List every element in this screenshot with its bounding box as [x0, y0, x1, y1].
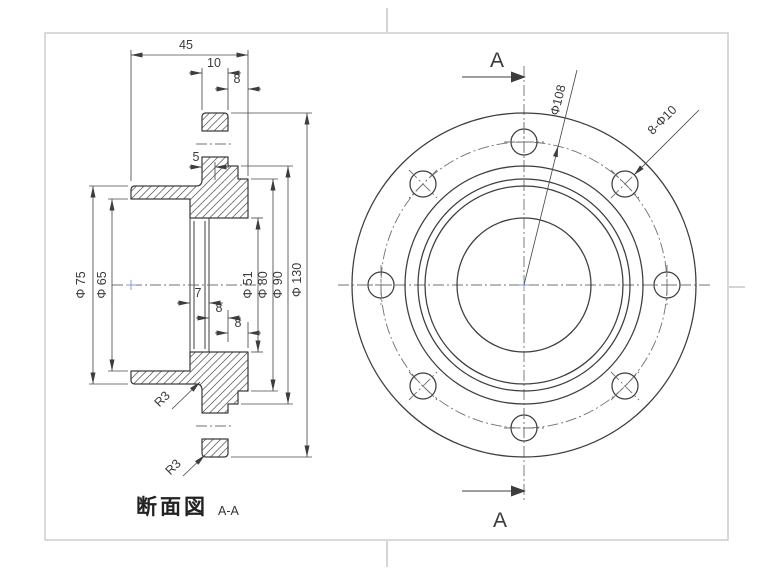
- dim-boss-length: 8: [215, 72, 261, 92]
- dim-boss-length-label: 8: [234, 72, 241, 86]
- fillet-rim-label: R3: [163, 457, 184, 478]
- dim-web-thickness: 7: [177, 286, 223, 306]
- hub-circle: [424, 185, 624, 385]
- dim-end-length: 8: [215, 316, 261, 348]
- dim-hub-dia-label: Φ 75: [74, 271, 88, 298]
- dim-spigot-dia: Φ 80: [251, 178, 278, 392]
- dim-mid-length-label: 8: [216, 301, 223, 315]
- dim-counterbore-dia: Φ 65: [95, 198, 128, 372]
- dim-boss-dia-label: Φ 90: [271, 271, 285, 298]
- section-cut-arrow-bottom: A: [462, 485, 526, 532]
- dim-boss-dia: Φ 90: [241, 165, 293, 405]
- fillet-hub-label: R3: [152, 389, 173, 410]
- leader-arrow-icon: [634, 165, 644, 175]
- bolt-hole: [504, 408, 544, 448]
- bolt-hole: [504, 122, 544, 162]
- dim-wall-offset: 5: [189, 150, 229, 180]
- origin-marker-icon: [126, 280, 136, 290]
- bolt-circle-dia-callout: Φ108: [523, 69, 578, 286]
- dim-counterbore-dia-label: Φ 65: [95, 271, 109, 298]
- section-upper-rim: [201, 112, 229, 132]
- sheet-frame: [44, 8, 745, 567]
- bolt-hole: [647, 265, 687, 305]
- dim-end-length-label: 8: [235, 316, 242, 330]
- dim-overall-length: 45: [130, 38, 249, 181]
- dim-flange-thickness-label: 10: [207, 56, 221, 70]
- section-lower-rim: [201, 438, 229, 458]
- dim-bore-dia-label: Φ 51: [241, 271, 255, 298]
- bolt-holes: [361, 122, 687, 448]
- section-arrow-bottom-icon: [511, 485, 526, 497]
- dim-web-thickness-label: 7: [195, 286, 202, 300]
- front-view: A A Φ108 8-Φ10: [338, 49, 710, 532]
- spigot-circle: [417, 178, 631, 392]
- section-lower-body: [130, 351, 249, 414]
- section-caption: 断面図: [136, 495, 208, 519]
- flange-od-circle: [351, 112, 697, 458]
- bolt-hole: [408, 169, 438, 199]
- bolt-hole: [408, 371, 438, 401]
- section-arrow-bottom-label: A: [493, 509, 507, 532]
- bolt-holes-label: 8-Φ10: [645, 103, 680, 138]
- bore-circle: [456, 217, 592, 353]
- dim-flange-dia-label: Φ 130: [290, 263, 304, 297]
- boss-circle: [404, 165, 644, 405]
- dim-hub-dia: Φ 75: [74, 185, 128, 385]
- section-cut-arrow-top: A: [462, 49, 526, 83]
- bolt-hole: [361, 265, 401, 305]
- dim-spigot-dia-label: Φ 80: [256, 271, 270, 298]
- section-upper-body: [130, 156, 249, 219]
- section-arrow-top-icon: [511, 71, 526, 83]
- leader-arrow-icon: [553, 146, 558, 158]
- bolt-circle-dia-label: Φ108: [548, 83, 569, 116]
- dim-mid-length: 8: [196, 301, 241, 342]
- dim-overall-length-label: 45: [179, 38, 193, 52]
- section-view: 45 10 8 5 7: [74, 38, 312, 519]
- dim-wall-offset-label: 5: [193, 150, 200, 164]
- fillet-callout-rim: R3: [163, 454, 206, 478]
- bolt-hole: [610, 371, 640, 401]
- fillet-callout-hub: R3: [152, 381, 201, 410]
- dim-bore-dia: Φ 51: [241, 217, 263, 353]
- bolt-holes-callout: 8-Φ10: [633, 103, 700, 176]
- dim-flange-dia: Φ 130: [231, 112, 312, 458]
- section-caption-detail: A-A: [218, 504, 240, 518]
- bolt-hole: [610, 169, 640, 199]
- section-arrow-top-label: A: [490, 49, 504, 72]
